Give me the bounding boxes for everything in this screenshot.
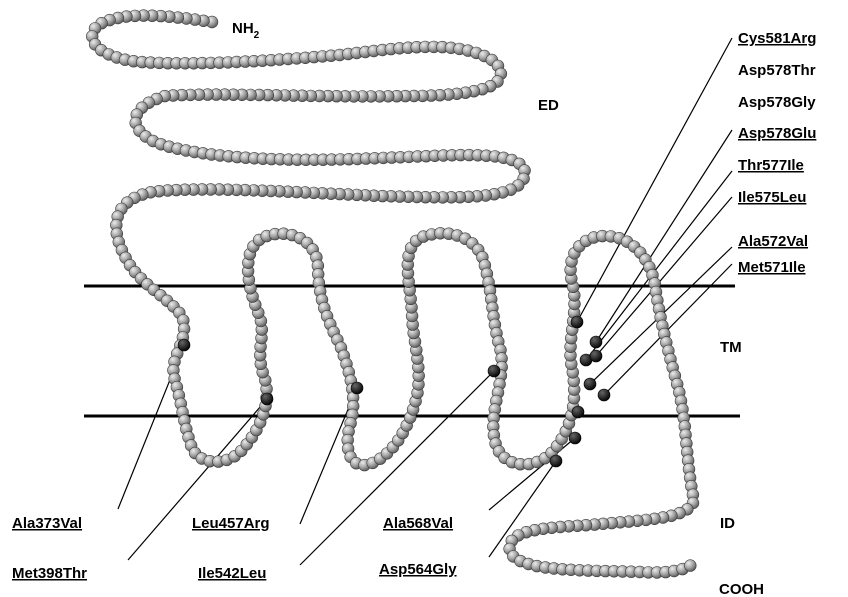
leader-lines: [118, 38, 732, 565]
mutation-label: Cys581Arg: [738, 30, 816, 47]
mutation-label: Asp578Glu: [738, 125, 816, 142]
mutated-residue-bead: [598, 389, 610, 401]
mutation-label: Ile542Leu: [198, 565, 266, 582]
mutation-label: Asp564Gly: [379, 561, 457, 578]
transmembrane-domain-label: TM: [720, 339, 742, 356]
mutated-residue-bead: [178, 339, 190, 351]
mutation-label: Asp578Gly: [738, 94, 816, 111]
mutation-label: Ala373Val: [12, 515, 82, 532]
mutation-label: Leu457Arg: [192, 515, 270, 532]
mutation-label: Met398Thr: [12, 565, 87, 582]
mutated-residue-bead: [590, 336, 602, 348]
mutated-residue-bead: [584, 378, 596, 390]
mutated-residue-bead: [488, 365, 500, 377]
c-terminus-label: COOH: [719, 581, 764, 597]
amino-acid-bead: [684, 560, 696, 572]
mutated-residue-bead: [261, 393, 273, 405]
extracellular-domain-label: ED: [538, 97, 559, 114]
mutation-label: Ala572Val: [738, 233, 808, 250]
intracellular-domain-label: ID: [720, 515, 735, 532]
mutation-label: Thr577Ile: [738, 157, 804, 174]
mutated-residue-bead: [550, 455, 562, 467]
mutation-label: Ile575Leu: [738, 189, 806, 206]
n-terminus-label: NH2: [232, 20, 260, 41]
mutation-label: Ala568Val: [383, 515, 453, 532]
amino-acid-chain: [86, 10, 699, 579]
mutated-residue-bead: [590, 350, 602, 362]
mutated-residue-bead: [571, 316, 583, 328]
mutation-label: Asp578Thr: [738, 62, 816, 79]
mutation-label: Met571Ile: [738, 259, 806, 276]
mutated-residue-bead: [351, 382, 363, 394]
mutated-residue-bead: [569, 432, 581, 444]
mutated-residue-bead: [572, 406, 584, 418]
